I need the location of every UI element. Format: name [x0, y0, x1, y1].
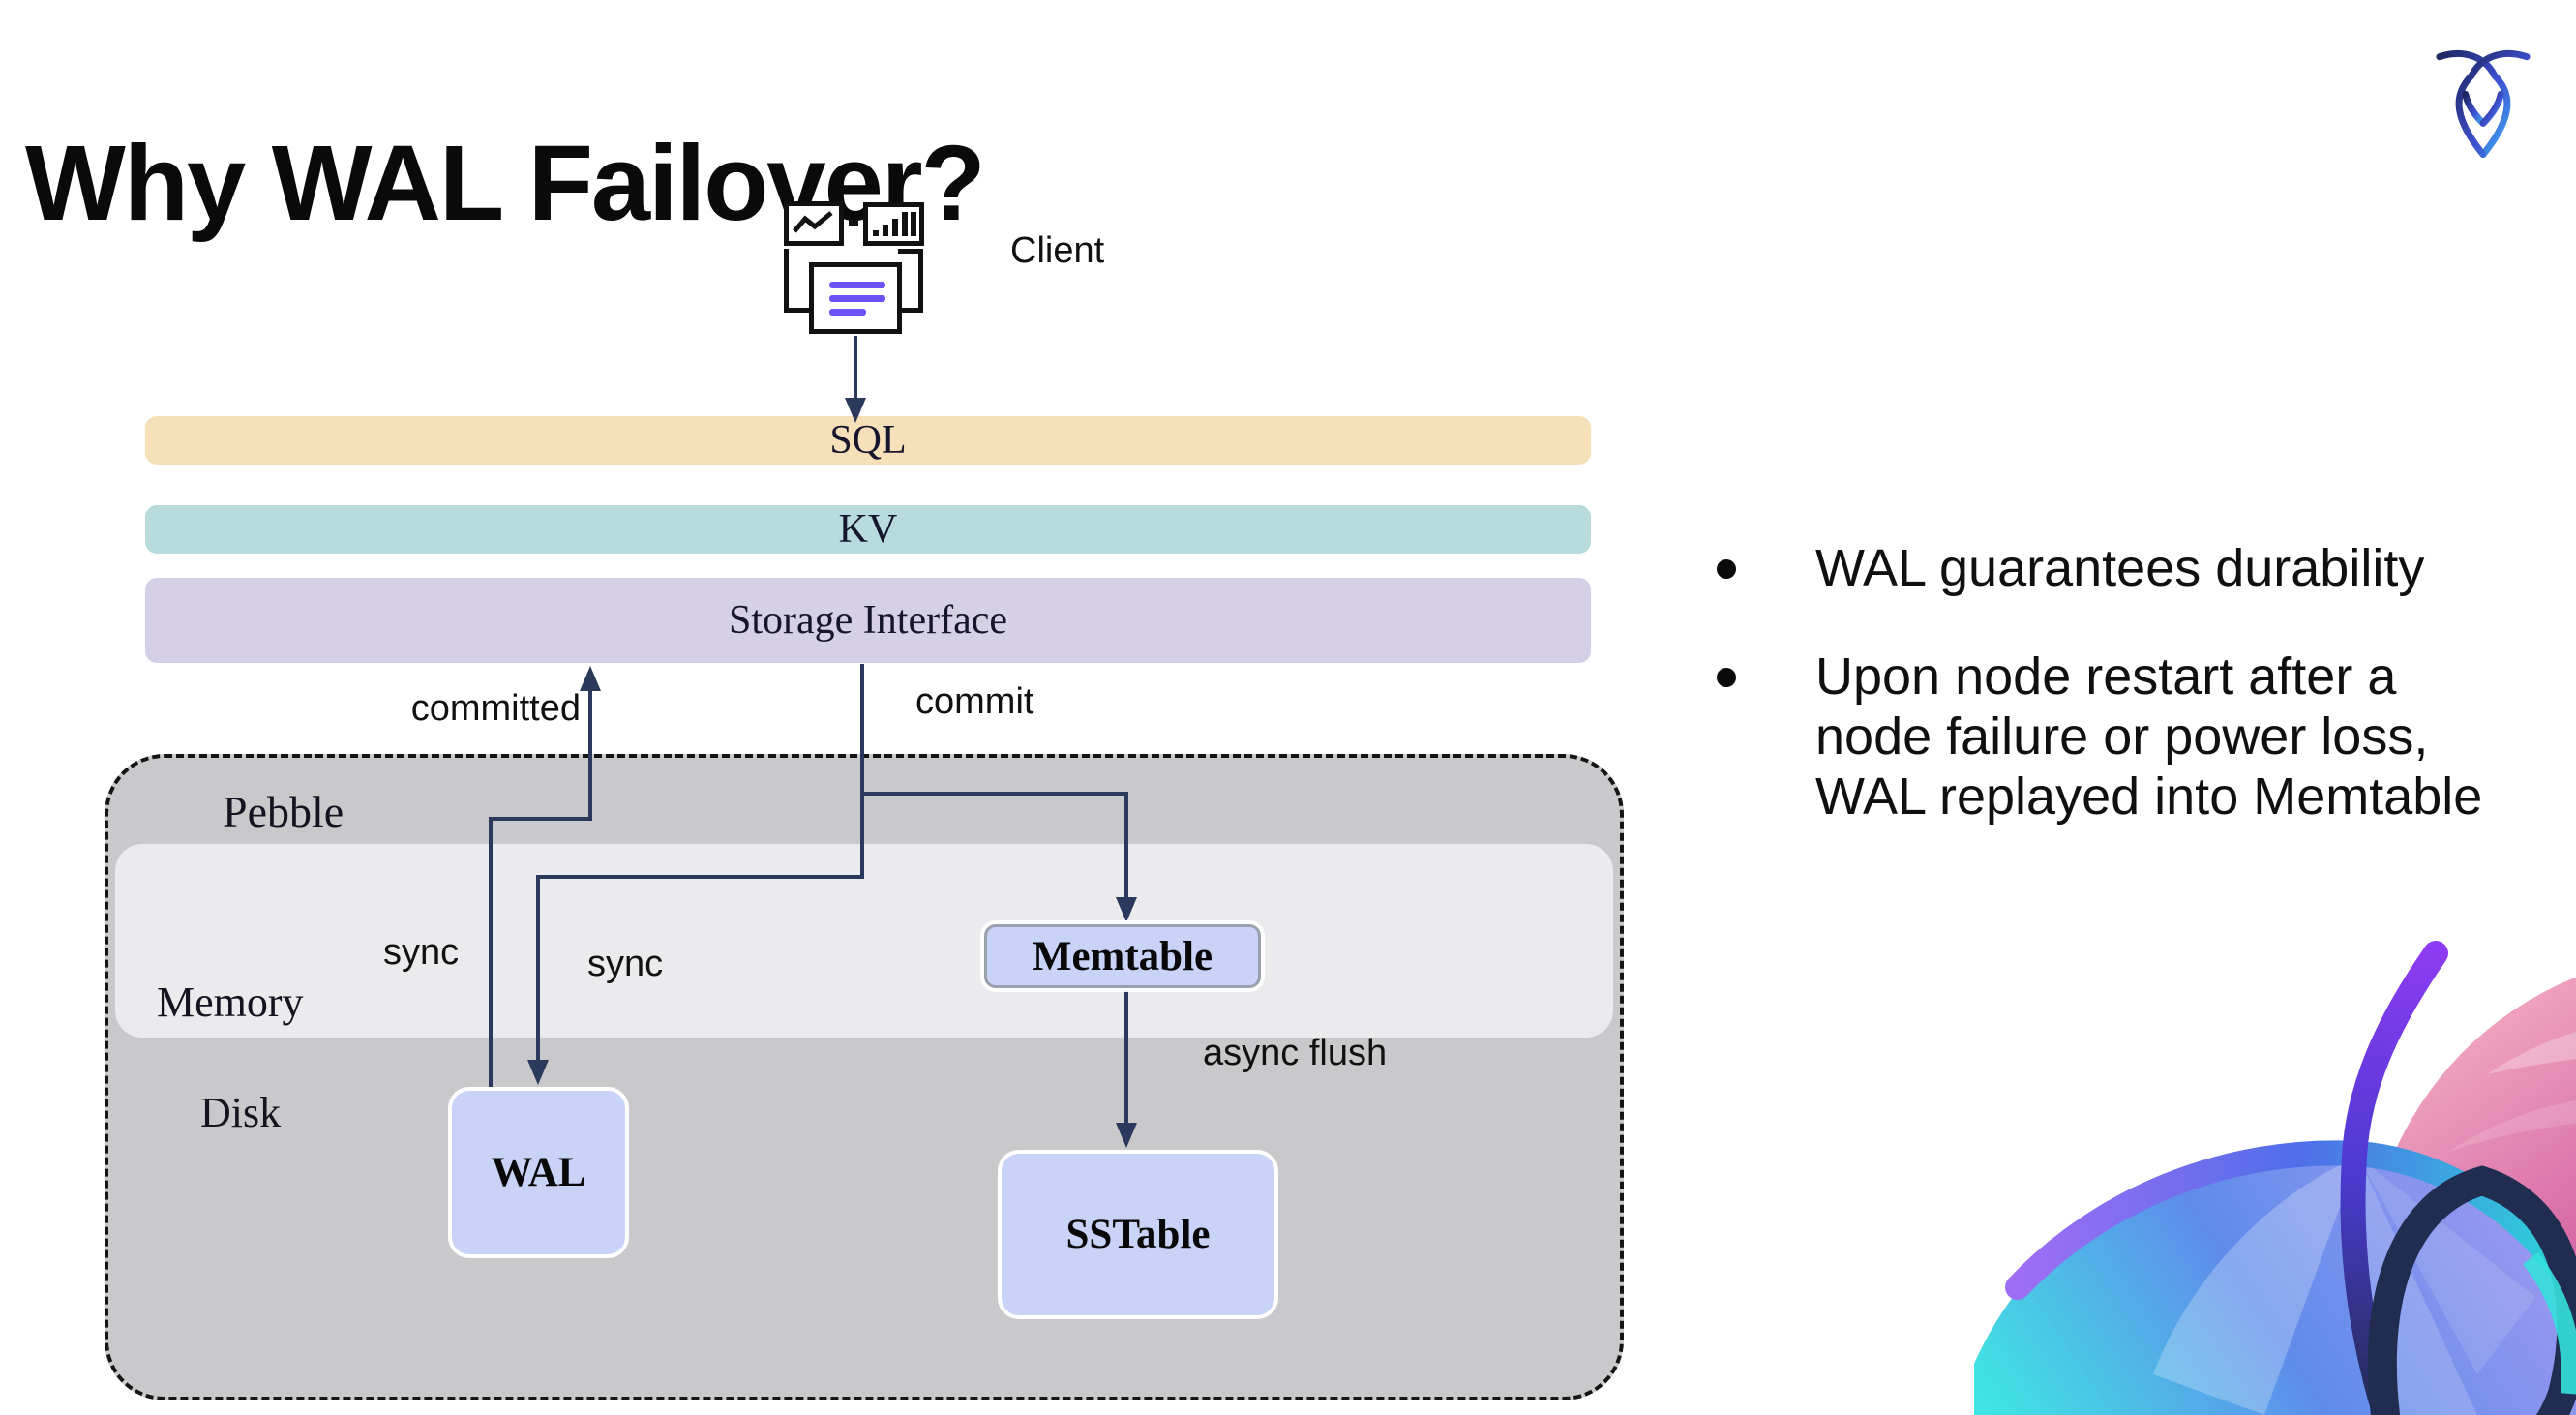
- layer-kv: KV: [145, 505, 1591, 554]
- line-chart-icon: [784, 201, 844, 246]
- layer-sql-label: SQL: [829, 418, 907, 463]
- sstable-node: SSTable: [998, 1150, 1278, 1319]
- document-icon: [809, 262, 902, 334]
- bracket-right-top: [898, 249, 923, 254]
- bracket-right: [918, 249, 923, 313]
- bullet-dot: [1717, 559, 1736, 579]
- layer-sql: SQL: [145, 416, 1591, 465]
- bullet-item-2: Upon node restart after a node failure o…: [1815, 647, 2483, 826]
- client-label: Client: [1010, 230, 1105, 271]
- icon-dash: [849, 220, 858, 226]
- disk-label: Disk: [200, 1089, 282, 1136]
- edge-label-sync-left: sync: [383, 932, 460, 973]
- layer-kv-label: KV: [838, 507, 898, 552]
- edge-label-committed: committed: [410, 688, 581, 729]
- bar-chart-icon: [863, 202, 924, 246]
- layer-storage-interface: Storage Interface: [145, 578, 1591, 663]
- pebble-container: [105, 754, 1624, 1400]
- memory-band: [115, 844, 1613, 1038]
- layer-storage-label: Storage Interface: [729, 598, 1007, 643]
- pebble-label: Pebble: [223, 787, 344, 836]
- sstable-label: SSTable: [1065, 1212, 1211, 1257]
- bracket-left-foot: [784, 308, 809, 313]
- bullet-item-1: WAL guarantees durability: [1815, 539, 2425, 597]
- bullet-dot: [1717, 668, 1736, 687]
- bracket-left: [784, 249, 789, 313]
- wal-node: WAL: [448, 1087, 629, 1258]
- edge-label-sync-right: sync: [587, 944, 664, 984]
- cockroachdb-logo-icon: [2436, 49, 2531, 159]
- decorative-brand-art: [1974, 941, 2576, 1415]
- edge-label-async-flush: async flush: [1203, 1033, 1388, 1073]
- wal-label: WAL: [491, 1150, 586, 1195]
- memtable-node: Memtable: [984, 924, 1261, 988]
- edge-label-commit: commit: [915, 681, 1034, 722]
- memory-label: Memory: [157, 978, 304, 1026]
- memtable-label: Memtable: [1032, 933, 1213, 979]
- bracket-right-foot: [898, 308, 923, 313]
